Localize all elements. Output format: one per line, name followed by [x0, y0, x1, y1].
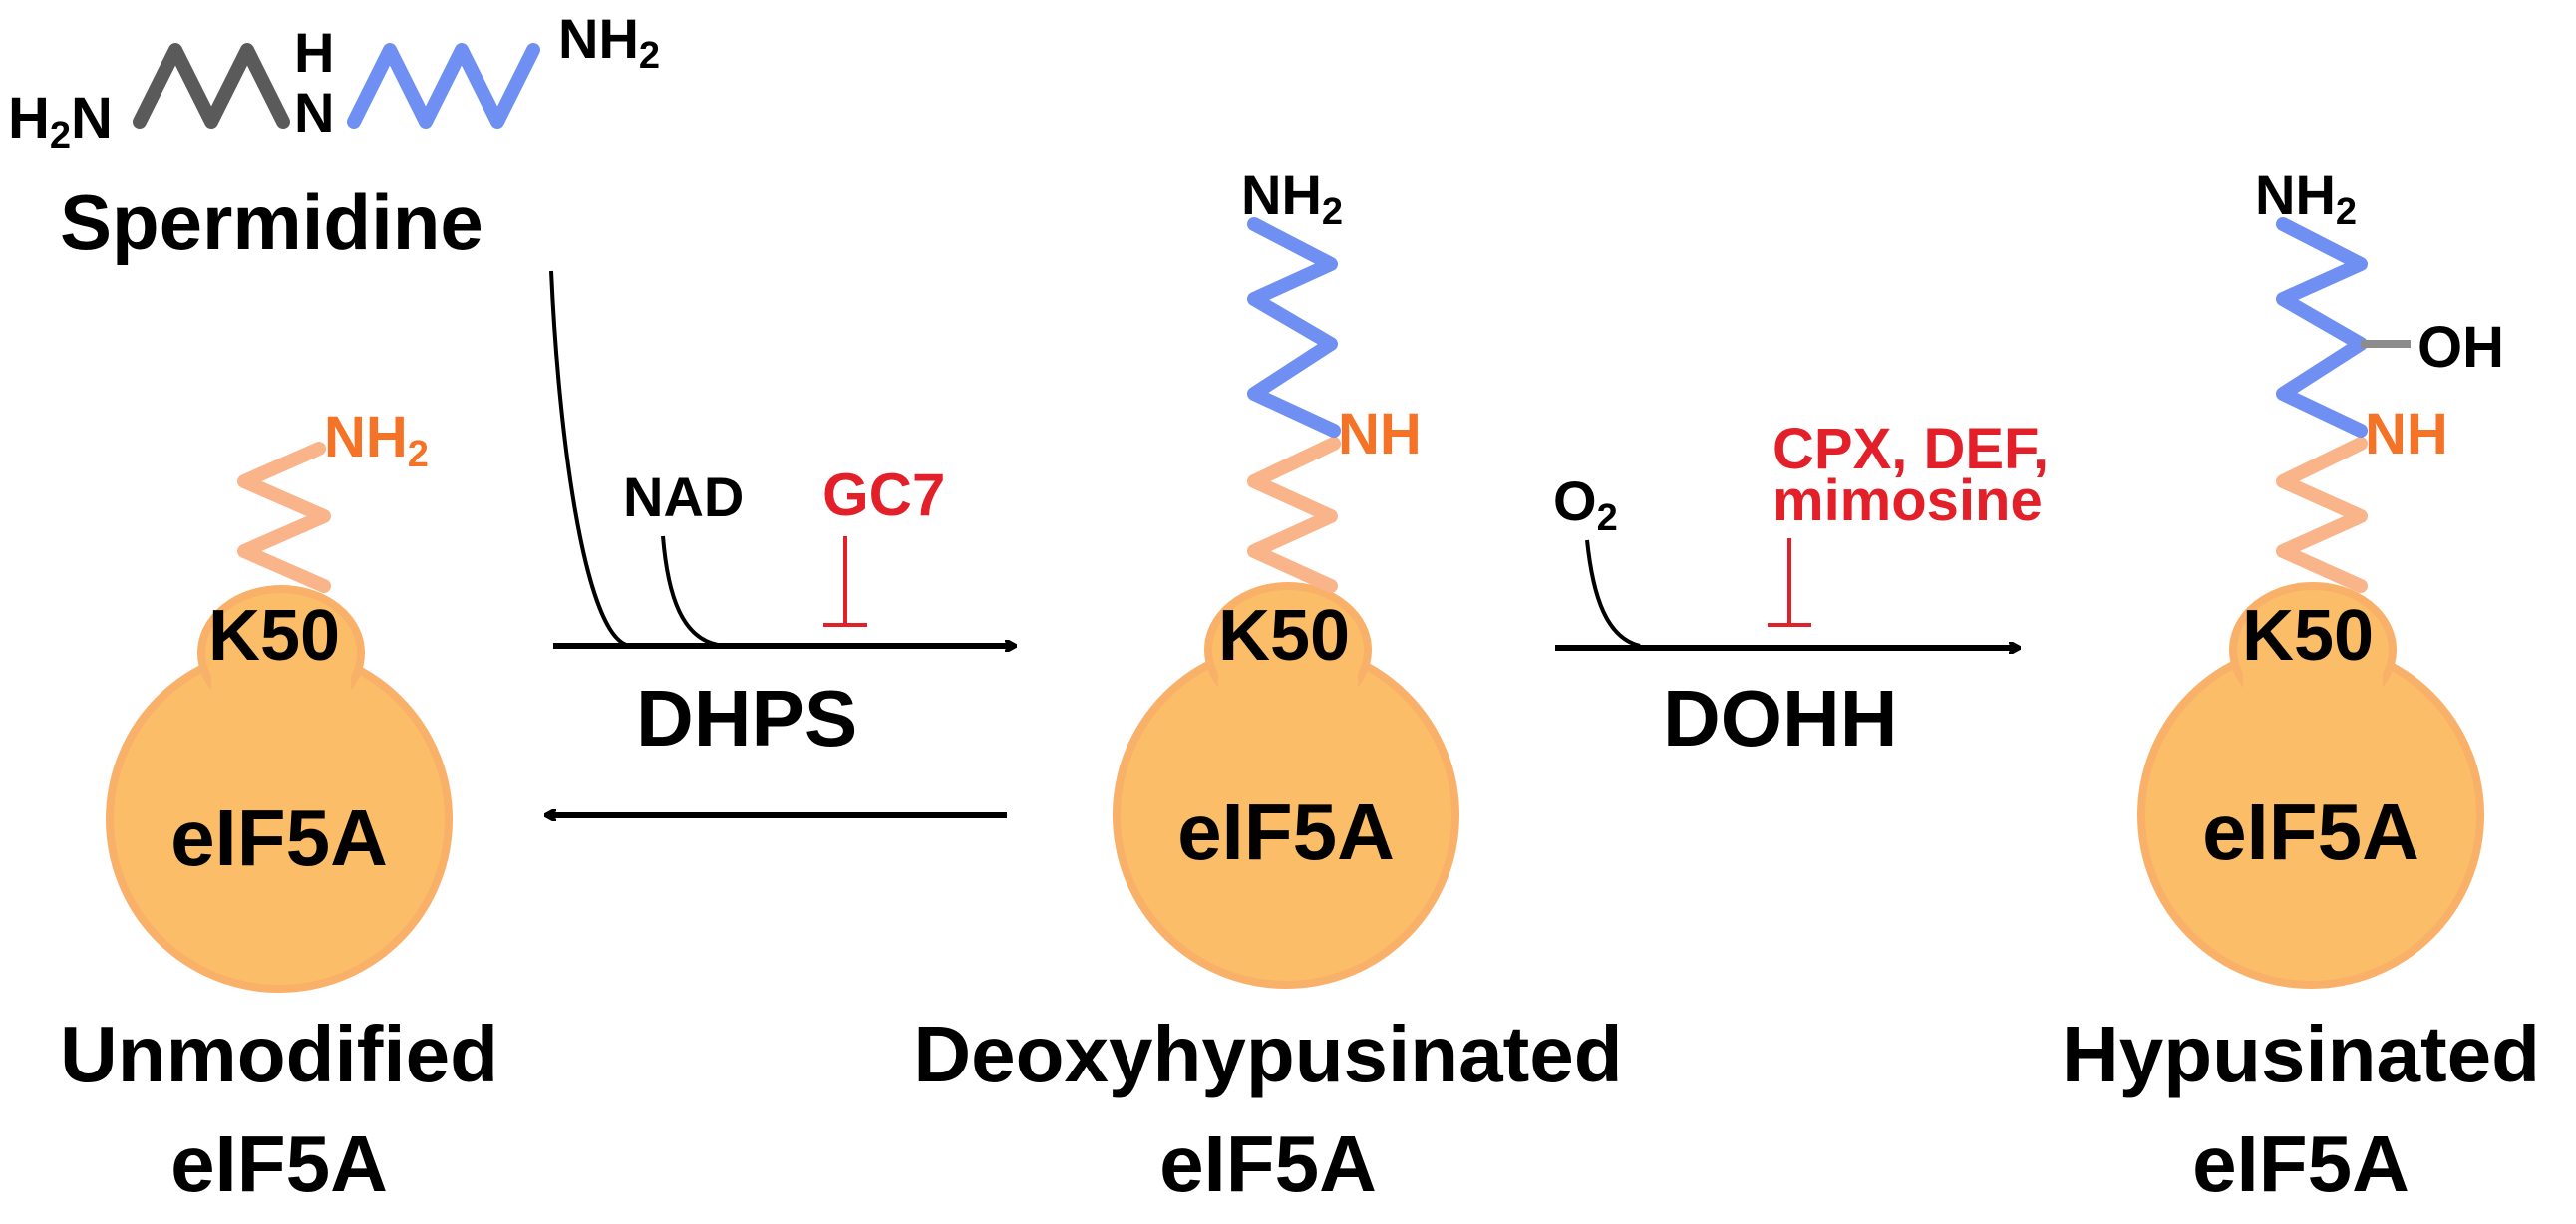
protein-label: eIF5A	[2202, 787, 2419, 876]
spermidine-right-amine: NH2	[558, 7, 660, 77]
unmodified-eif5a: eIF5A K50 NH2 Unmodified eIF5A	[60, 405, 498, 1208]
dhps-enzyme-label: DHPS	[636, 674, 857, 763]
terminal-amine-label: NH2	[2255, 163, 2357, 233]
nad-feed-curve	[661, 535, 719, 647]
deoxyhypusinated-eif5a: eIF5A K50 NH NH2 Deoxyhypusinated eIF5A	[913, 163, 1622, 1208]
protein-label: eIF5A	[1177, 787, 1395, 876]
link-nh-label: NH	[2365, 402, 2448, 466]
spermidine-left-amine: H2N	[8, 86, 113, 156]
spermidine-feed-curve	[549, 270, 627, 647]
lysine-side-chain	[237, 442, 331, 593]
dohh-reaction: O2 CPX, DEF, mimosine DOHH	[1553, 417, 2049, 763]
dohh-inhibitor-line1: CPX, DEF,	[1772, 417, 2049, 481]
link-nh-label: NH	[1338, 402, 1422, 466]
lysine-side-chain	[2276, 437, 2368, 593]
dohh-inhibitor-line2: mimosine	[1772, 468, 2043, 533]
spermidine-gray-chain	[133, 43, 290, 129]
caption-line1: Deoxyhypusinated	[913, 1010, 1622, 1098]
deoxyhypusine-chain	[1247, 217, 1341, 438]
gc7-inhibitor-label: GC7	[822, 461, 945, 528]
terminal-amine-label: NH2	[1241, 163, 1343, 233]
protein-blob	[106, 585, 453, 993]
hypusine-chain	[2276, 217, 2368, 438]
protein-label: eIF5A	[170, 793, 388, 882]
protein-blob	[2137, 582, 2484, 989]
residue-k50-label: K50	[1218, 596, 1350, 676]
spermidine-middle-h: H	[294, 21, 334, 84]
nad-label: NAD	[623, 465, 744, 528]
caption-line1: Unmodified	[60, 1010, 498, 1098]
spermidine-middle-n: N	[294, 81, 334, 144]
caption-line2: eIF5A	[170, 1119, 388, 1208]
oxygen-feed-curve	[1585, 539, 1641, 648]
lysine-side-chain	[1247, 437, 1341, 593]
oxygen-label: O2	[1553, 469, 1618, 539]
dohh-enzyme-label: DOHH	[1663, 674, 1898, 763]
hydroxyl-label: OH	[2417, 315, 2504, 380]
spermidine-blue-chain	[347, 43, 540, 129]
spermidine-label: Spermidine	[60, 178, 483, 266]
lysine-amine-label: NH2	[324, 405, 429, 475]
caption-line2: eIF5A	[2192, 1119, 2410, 1208]
hypusinated-eif5a: eIF5A K50 OH NH NH2 Hypusinated eIF5A	[2062, 163, 2540, 1208]
residue-k50-label: K50	[208, 596, 340, 676]
caption-line1: Hypusinated	[2062, 1010, 2540, 1098]
residue-k50-label: K50	[2242, 596, 2374, 676]
dhps-reaction: NAD GC7 DHPS	[546, 270, 1015, 815]
caption-line2: eIF5A	[1159, 1119, 1377, 1208]
protein-blob	[1113, 582, 1459, 989]
spermidine-molecule: H2N H N NH2 Spermidine	[8, 7, 660, 266]
